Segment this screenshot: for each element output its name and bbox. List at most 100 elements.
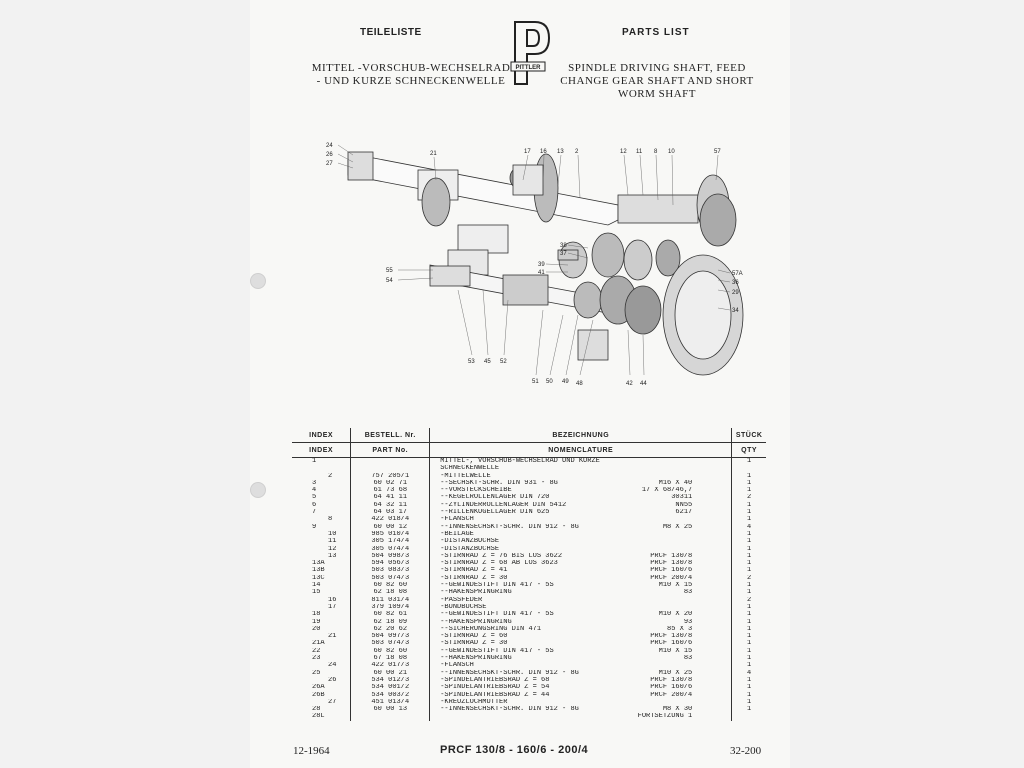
- index-value: 1: [312, 458, 317, 465]
- table-row-part-number: 504 098/3: [371, 552, 410, 560]
- header-qty-de: STÜCK: [731, 428, 766, 443]
- table-row-part-number: [351, 465, 429, 472]
- description-text: -STIRNRAD Z = 41: [440, 567, 508, 575]
- specification-text: PRCF 130/8: [650, 560, 693, 568]
- callout-label: 29: [732, 290, 739, 296]
- index-sub-value: 10: [328, 530, 337, 538]
- description-text: -KREUZLOCHMUTTER: [440, 698, 508, 706]
- specification-text: FORTSETZUNG 1: [637, 713, 693, 721]
- callout-label: 49: [562, 379, 569, 385]
- table-row-part-number: 534 001/2: [371, 684, 410, 692]
- description-text: --INNENSECHSKT-SCHR. DIN 912 - 8G: [440, 523, 579, 531]
- index-value: 13A: [312, 560, 325, 568]
- header-desc-de: BEZEICHNUNG: [429, 428, 733, 443]
- callout-label: 48: [576, 381, 583, 387]
- table-row-index: 7: [292, 509, 350, 516]
- description-text: -FLANSCH: [440, 516, 474, 524]
- index-value: 9: [312, 523, 317, 531]
- table-row-part-number: 594 056/3: [371, 560, 410, 568]
- description-text: -MITTELWELLE: [440, 472, 491, 480]
- table-row-part-number: [351, 458, 429, 465]
- description-text: -FLANSCH: [440, 662, 474, 670]
- table-row-index: 13B: [292, 567, 350, 574]
- table-row-quantity: 1: [747, 633, 752, 641]
- description-text: --KEGELROLLENLAGER DIN 720: [440, 494, 550, 502]
- table-row-description: -PASSFEDER: [430, 597, 731, 604]
- table-row-description: FORTSETZUNG 1: [430, 713, 731, 720]
- table-row-description: -STIRNRAD Z = 41 PRCF 160/6: [430, 567, 731, 574]
- index-value: 22: [312, 647, 321, 655]
- subtitle-english-line: SPINDLE DRIVING SHAFT, FEED: [568, 62, 746, 74]
- callout-label: 51: [532, 379, 539, 385]
- title-german: TEILELISTE: [360, 27, 422, 38]
- table-row-index: 1: [292, 458, 350, 465]
- specification-text: PRCF 160/6: [650, 567, 693, 575]
- table-row-index: [292, 465, 350, 472]
- index-sub-value: 8: [328, 516, 333, 524]
- table-header-english: INDEX PART No. NOMENCLATURE QTY: [292, 442, 766, 458]
- callout-label: 17: [524, 149, 531, 155]
- table-row-description: -BEILAGE: [430, 531, 731, 538]
- description-text: --VORSTECKSCHEIBE: [440, 487, 512, 495]
- callout-label: 27: [326, 161, 333, 167]
- logo-text: PITTLER: [516, 65, 542, 71]
- index-value: 28: [312, 706, 321, 714]
- table-row-index: 2: [292, 473, 350, 480]
- description-text: --INNENSECHSKT-SCHR. DIN 912 - 8G: [440, 669, 579, 677]
- description-text: --GEWINDESTIFT DIN 417 - 5S: [440, 647, 554, 655]
- table-row-index: 6: [292, 502, 350, 509]
- callout-label: 21: [430, 151, 437, 157]
- footer-models: PRCF 130/8 - 160/6 - 200/4: [440, 744, 589, 756]
- table-row-quantity: 1: [747, 567, 752, 575]
- table-row-part-number: 67 18 08: [373, 655, 408, 663]
- specification-text: PRCF 130/8: [650, 633, 693, 641]
- table-row-description: -MITTELWELLE: [430, 473, 731, 480]
- table-row-description: --INNENSECHSKT-SCHR. DIN 912 - 8G M8 X 25: [430, 524, 731, 531]
- table-row-quantity: [732, 713, 766, 720]
- index-value: 7: [312, 509, 317, 517]
- index-sub-value: 26: [328, 676, 337, 684]
- specification-text: 93: [683, 618, 693, 626]
- table-row-quantity: 4: [747, 523, 752, 531]
- specification-text: M10 X 20: [658, 611, 693, 619]
- index-value: 28L: [312, 713, 325, 721]
- callout-label: 52: [500, 359, 507, 365]
- table-row-part-number: 60 00 21: [373, 669, 408, 677]
- index-value: 20: [312, 625, 321, 633]
- callout-label: 36: [732, 280, 739, 286]
- header-index-en: INDEX: [292, 442, 352, 458]
- table-row-index: 3: [292, 480, 350, 487]
- table-row-quantity: 1: [747, 501, 752, 509]
- table-row-part-number: 62 20 62: [373, 625, 408, 633]
- specification-text: M8 X 25: [662, 523, 693, 531]
- footer-date: 12-1964: [293, 745, 330, 757]
- exploded-assembly-drawing: 24 26 27 21 17 16 13 2 12 11 8 10 57 38 …: [326, 143, 744, 387]
- callout-label: 11: [636, 149, 643, 155]
- table-row-part-number: 60 00 13: [373, 706, 408, 714]
- table-row-quantity: 1: [747, 691, 752, 699]
- table-row-quantity: 2: [747, 574, 752, 582]
- index-sub-value: 21: [328, 633, 337, 641]
- callout-label: 37: [560, 251, 567, 257]
- description-text: -SPINDELANTRIEBSRAD Z = 68: [440, 676, 550, 684]
- table-row-index: 14: [292, 582, 350, 589]
- index-sub-value: 2: [328, 472, 333, 480]
- callout-label: 39: [538, 262, 545, 268]
- header-index-de: INDEX: [292, 428, 352, 443]
- table-row-quantity: [732, 465, 766, 472]
- specification-text: 30311: [671, 494, 693, 502]
- table-row-index: 12: [292, 546, 350, 553]
- table-row-index: 26: [292, 677, 350, 684]
- table-row-quantity: 1: [747, 530, 752, 538]
- table-row-index: 26B: [292, 692, 350, 699]
- table-row-quantity: 1: [747, 589, 752, 597]
- table-row-index: 21: [292, 633, 350, 640]
- table-row-index: 9: [292, 524, 350, 531]
